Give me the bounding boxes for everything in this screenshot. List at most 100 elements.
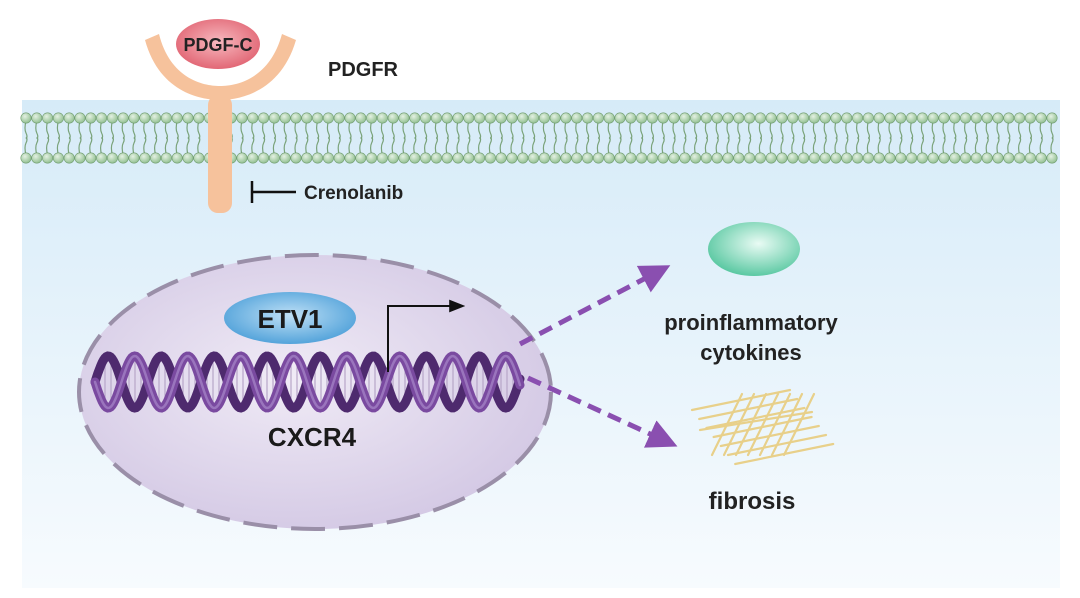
- etv1-protein: [224, 292, 356, 344]
- lipid-tail: [985, 136, 989, 156]
- lipid-tail: [553, 136, 557, 156]
- lipid-head: [279, 112, 291, 124]
- lipid-head: [398, 112, 410, 124]
- lipid-head: [916, 152, 928, 164]
- lipid-tail: [1050, 136, 1054, 156]
- lipid-tail: [283, 136, 287, 156]
- lipid-tail: [316, 136, 320, 156]
- lipid-tail: [175, 136, 179, 156]
- lipid-tail: [942, 136, 946, 156]
- lipid-head: [895, 152, 907, 164]
- lipid-head: [279, 152, 291, 164]
- lipid-head: [117, 152, 129, 164]
- lipid-tail: [67, 136, 71, 156]
- lipid-head: [549, 152, 561, 164]
- lipid-tail: [24, 136, 28, 156]
- lipid-tail: [402, 136, 406, 156]
- lipid-head: [85, 112, 97, 124]
- lipid-head: [949, 152, 961, 164]
- lipid-tail: [413, 136, 417, 156]
- lipid-head: [992, 112, 1004, 124]
- lipid-head: [970, 152, 982, 164]
- lipid-tail: [154, 136, 158, 156]
- lipid-head: [830, 112, 842, 124]
- lipid-head: [927, 152, 939, 164]
- pdgf-c-ligand: [176, 19, 260, 69]
- lipid-head: [808, 152, 820, 164]
- lipid-tail: [748, 136, 752, 156]
- lipid-head: [52, 112, 64, 124]
- lipid-head: [193, 112, 205, 124]
- lipid-tail: [823, 136, 827, 156]
- lipid-head: [733, 152, 745, 164]
- lipid-tail: [251, 136, 255, 156]
- lipid-head: [679, 112, 691, 124]
- lipid-tail: [564, 136, 568, 156]
- lipid-tail: [478, 136, 482, 156]
- lipid-tail: [521, 136, 525, 156]
- lipid-tail: [132, 136, 136, 156]
- lipid-tail: [780, 136, 784, 156]
- lipid-head: [1024, 152, 1036, 164]
- lipid-tail: [445, 136, 449, 156]
- lipid-head: [96, 152, 108, 164]
- lipid-head: [139, 152, 151, 164]
- lipid-head: [722, 112, 734, 124]
- lipid-tail: [1007, 136, 1011, 156]
- lipid-head: [150, 112, 162, 124]
- lipid-head: [290, 152, 302, 164]
- lipid-head: [603, 112, 615, 124]
- lipid-head: [484, 112, 496, 124]
- lipid-head: [1046, 152, 1058, 164]
- dna-strand-highlight: [93, 354, 522, 410]
- lipid-head: [873, 112, 885, 124]
- gene-label: CXCR4: [268, 422, 357, 452]
- lipid-head: [376, 152, 388, 164]
- lipid-head: [441, 112, 453, 124]
- lipid-head: [344, 152, 356, 164]
- lipid-head: [387, 112, 399, 124]
- lipid-head: [409, 152, 421, 164]
- lipid-tail: [326, 136, 330, 156]
- lipid-tail: [186, 136, 190, 156]
- lipid-tail: [424, 136, 428, 156]
- lipid-head: [63, 152, 75, 164]
- lipid-tail: [877, 136, 881, 156]
- lipid-head: [96, 112, 108, 124]
- lipid-head: [603, 152, 615, 164]
- lipid-head: [625, 112, 637, 124]
- fiber: [758, 392, 792, 457]
- lipid-tail: [715, 136, 719, 156]
- lipid-head: [420, 112, 432, 124]
- lipid-head: [355, 152, 367, 164]
- dna-helix: [90, 351, 525, 413]
- lipid-tail: [89, 136, 93, 156]
- lipid-head: [290, 112, 302, 124]
- lipid-head: [700, 152, 712, 164]
- lipid-tail: [629, 136, 633, 156]
- lipid-head: [398, 152, 410, 164]
- lipid-tail: [888, 136, 892, 156]
- lipid-head: [571, 112, 583, 124]
- lipid-head: [571, 152, 583, 164]
- lipid-tail: [704, 136, 708, 156]
- lipid-head: [31, 112, 43, 124]
- lipid-tail: [348, 136, 352, 156]
- lipid-tail: [434, 136, 438, 156]
- lipid-head: [506, 112, 518, 124]
- lipid-head: [668, 152, 680, 164]
- lipid-tail: [380, 136, 384, 156]
- lipid-head: [646, 152, 658, 164]
- lipid-tail: [845, 136, 849, 156]
- output-1-label-line-1: proinflammatory: [664, 310, 838, 335]
- lipid-head: [42, 112, 54, 124]
- lipid-head: [171, 112, 183, 124]
- receptor-label: PDGFR: [328, 59, 399, 81]
- lipid-tail: [575, 136, 579, 156]
- lipid-tail: [931, 136, 935, 156]
- lipid-head: [798, 112, 810, 124]
- fiber: [782, 392, 816, 457]
- lipid-tail: [164, 136, 168, 156]
- lipid-tail: [262, 136, 266, 156]
- lipid-head: [20, 112, 32, 124]
